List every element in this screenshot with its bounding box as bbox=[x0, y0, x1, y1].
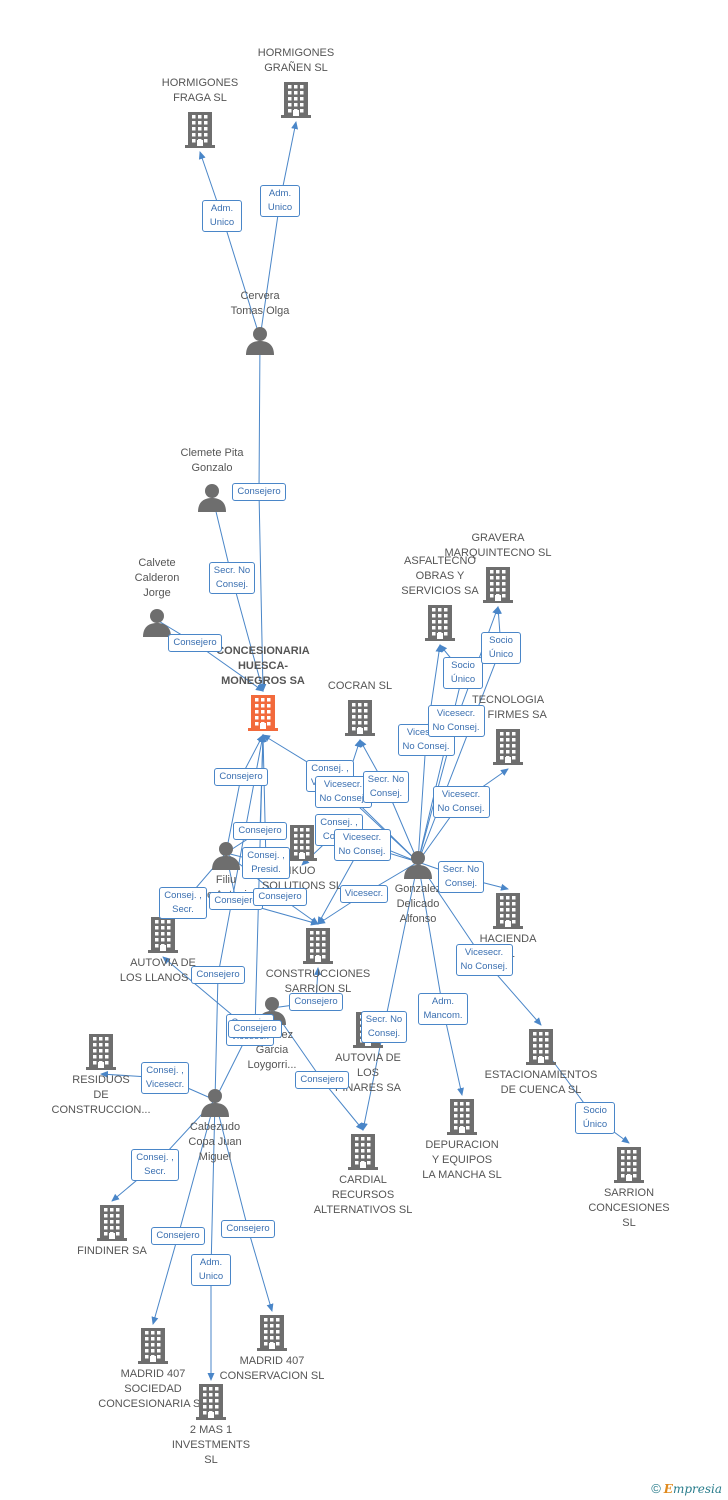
edge-role-label: Vicesecr. No Consej. bbox=[314, 776, 372, 808]
edge-role-label: Vicesecr. No Consej. bbox=[333, 829, 391, 861]
edge-role-label: Socio Único bbox=[481, 632, 521, 664]
building-icon[interactable] bbox=[483, 567, 513, 608]
edge-role-label: Secr. No Consej. bbox=[437, 861, 485, 893]
edge-role-label: Socio Único bbox=[575, 1102, 615, 1134]
edge-role-label: Socio Único bbox=[443, 657, 483, 689]
building-icon[interactable] bbox=[348, 1134, 378, 1175]
edge-role-label: Vicesecr. No Consej. bbox=[455, 944, 513, 976]
building-icon[interactable] bbox=[425, 605, 455, 646]
building-icon[interactable] bbox=[493, 729, 523, 770]
building-icon[interactable] bbox=[148, 917, 178, 958]
node-label-madrid-conservacion[interactable]: MADRID 407 CONSERVACION SL bbox=[219, 1355, 325, 1382]
person-icon[interactable] bbox=[200, 1087, 230, 1122]
building-icon[interactable] bbox=[138, 1328, 168, 1369]
copyright-symbol: © bbox=[651, 1481, 661, 1496]
edge-role-label: Adm. Unico bbox=[260, 185, 300, 217]
node-label-residuos[interactable]: RESIDUOS DE CONSTRUCCION... bbox=[51, 1074, 151, 1116]
edge-role-label: Secr. No Consej. bbox=[362, 771, 410, 803]
person-icon[interactable] bbox=[197, 482, 227, 517]
node-label-calvete[interactable]: Calvete Calderon Jorge bbox=[134, 557, 180, 599]
node-label-cocran[interactable]: COCRAN SL bbox=[327, 680, 393, 692]
building-icon[interactable] bbox=[185, 112, 215, 153]
edge-role-label: Vicesecr. No Consej. bbox=[432, 786, 490, 818]
building-icon[interactable] bbox=[493, 893, 523, 934]
person-icon[interactable] bbox=[245, 325, 275, 360]
building-icon[interactable] bbox=[97, 1205, 127, 1246]
building-icon[interactable] bbox=[257, 1315, 287, 1356]
building-icon[interactable] bbox=[526, 1029, 556, 1070]
edge-role-label: Consejero bbox=[232, 483, 286, 501]
edge-role-label: Secr. No Consej. bbox=[208, 562, 256, 594]
edge-role-label: Consejero bbox=[214, 768, 268, 786]
brand-initial: E bbox=[663, 1482, 673, 1496]
building-icon[interactable] bbox=[303, 928, 333, 969]
edge-role-label: Consej. , Vicesecr. bbox=[140, 1062, 190, 1094]
person-icon[interactable] bbox=[211, 840, 241, 875]
node-label-sarrion-concesiones[interactable]: SARRION CONCESIONES SL bbox=[588, 1187, 670, 1229]
node-label-cabezudo[interactable]: Cabezudo Copa Juan Miguel bbox=[188, 1121, 242, 1163]
edge-role-label: Consej. , Secr. bbox=[159, 887, 207, 919]
node-label-cardial[interactable]: CARDIAL RECURSOS ALTERNATIVOS SL bbox=[313, 1174, 413, 1216]
building-icon[interactable] bbox=[281, 82, 311, 123]
node-label-asfaltecno[interactable]: ASFALTECNO OBRAS Y SERVICIOS SA bbox=[401, 555, 479, 597]
edge-role-label: Consejero bbox=[295, 1071, 349, 1089]
node-label-madrid-sociedad[interactable]: MADRID 407 SOCIEDAD CONCESIONARIA SA bbox=[98, 1368, 207, 1410]
edge-role-label: Consejero bbox=[191, 966, 245, 984]
edge-role-label: Vicesecr. bbox=[339, 885, 389, 903]
building-icon[interactable] bbox=[196, 1384, 226, 1425]
node-label-hormigones-fraga[interactable]: HORMIGONES FRAGA SL bbox=[161, 77, 239, 104]
edge-role-label: Consej. , Secr. bbox=[131, 1149, 179, 1181]
brand-name: mpresia bbox=[672, 1482, 722, 1496]
node-label-cervera[interactable]: Cervera Tomas Olga bbox=[230, 290, 290, 317]
node-label-findiner[interactable]: FINDINER SA bbox=[77, 1245, 147, 1257]
building-icon[interactable] bbox=[287, 825, 317, 866]
edge-role-label: Consejero bbox=[228, 1020, 282, 1038]
edge-role-label: Consejero bbox=[151, 1227, 205, 1245]
node-label-depuracion[interactable]: DEPURACION Y EQUIPOS LA MANCHA SL bbox=[422, 1139, 502, 1181]
edge-role-label: Adm. Unico bbox=[191, 1254, 231, 1286]
building-icon[interactable] bbox=[614, 1147, 644, 1188]
building-icon[interactable] bbox=[345, 700, 375, 741]
edge-role-label: Consej. , Presid. bbox=[242, 847, 290, 879]
footer-brand: ©Empresia bbox=[651, 1481, 722, 1496]
edge-role-label: Consejero bbox=[289, 993, 343, 1011]
edge-role-label: Consejero bbox=[253, 888, 307, 906]
edge-role-label: Secr. No Consej. bbox=[360, 1011, 408, 1043]
node-label-construcciones[interactable]: CONSTRUCCIONES SARRION SL bbox=[265, 968, 371, 995]
node-label-clemete[interactable]: Clemete Pita Gonzalo bbox=[180, 447, 244, 474]
node-label-gonzalez[interactable]: Gonzalez Delicado Alfonso bbox=[394, 883, 442, 925]
person-icon[interactable] bbox=[403, 849, 433, 884]
building-icon[interactable] bbox=[86, 1034, 116, 1075]
node-label-gravera[interactable]: GRAVERA MARQUINTECNO SL bbox=[444, 532, 552, 559]
node-label-dos-mas-uno[interactable]: 2 MAS 1 INVESTMENTS SL bbox=[171, 1424, 251, 1466]
edge-role-label: Consejero bbox=[221, 1220, 275, 1238]
edge-role-label: Adm. Mancom. bbox=[418, 993, 468, 1025]
node-label-autovia-pinares[interactable]: AUTOVIA DE LOS PINARES SA bbox=[334, 1052, 402, 1094]
edge-role-label: Adm. Unico bbox=[202, 200, 242, 232]
edge-role-label: Consejero bbox=[233, 822, 287, 840]
node-label-hormigones-granen[interactable]: HORMIGONES GRAÑEN SL bbox=[257, 47, 335, 74]
edge-role-label: Consejero bbox=[168, 634, 222, 652]
node-label-concesionaria[interactable]: CONCESIONARIA HUESCA- MONEGROS SA bbox=[216, 645, 310, 687]
node-label-estacionamientos[interactable]: ESTACIONAMIENTOS DE CUENCA SL bbox=[484, 1069, 598, 1096]
node-label-tecnologia[interactable]: TECNOLOGIA DE FIRMES SA bbox=[469, 694, 547, 721]
edge-role-label: Vicesecr. No Consej. bbox=[427, 705, 485, 737]
building-icon[interactable] bbox=[447, 1099, 477, 1140]
building-icon[interactable] bbox=[248, 695, 278, 736]
person-icon[interactable] bbox=[142, 607, 172, 642]
edge-line bbox=[258, 337, 267, 692]
